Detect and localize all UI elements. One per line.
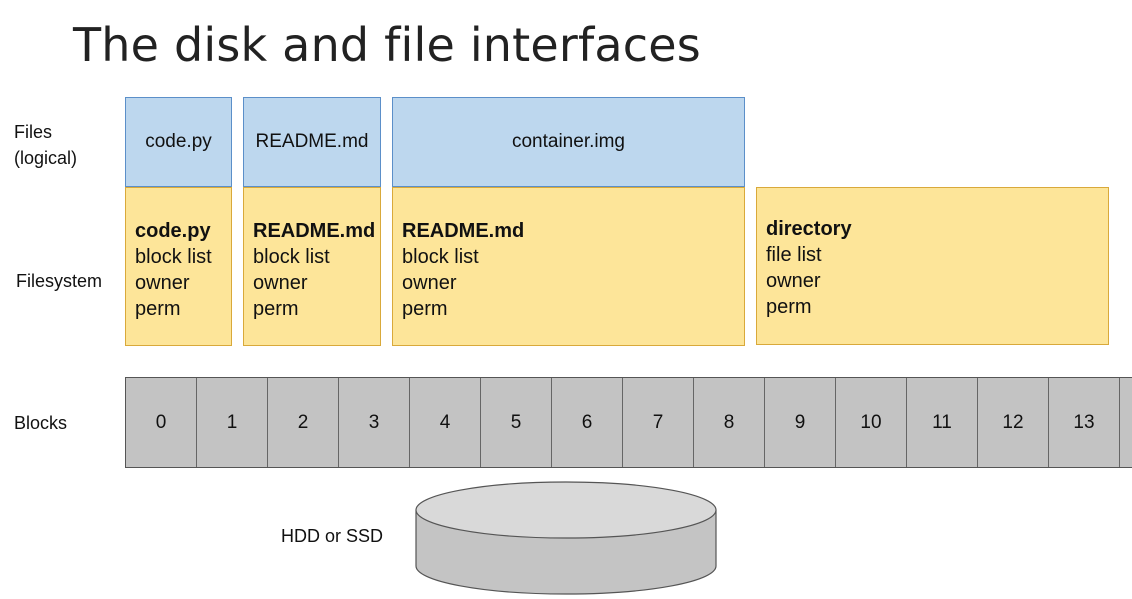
files-row-label: Files (logical) [14,119,77,171]
fs-entry-field: perm [402,298,448,320]
fs-entry-field: perm [135,298,181,320]
block-cell: 5 [481,378,552,467]
file-name: container.img [511,131,625,152]
fs-entry-field: perm [766,296,812,318]
blocks-strip: 0 1 2 3 4 5 6 7 8 9 10 11 12 13 [125,377,1132,468]
files-row-label-line1: Files [14,122,53,142]
fs-entry-directory: directory file list owner perm [756,187,1109,345]
block-cell: 13 [1049,378,1120,467]
fs-entry-field: block list [135,246,212,268]
file-box-code-py: code.py [125,97,232,187]
fs-entry-name: README.md [402,220,525,242]
block-cell: 6 [552,378,623,467]
fs-entry-readme-2: README.md block list owner perm [392,187,745,346]
fs-entry-name: README.md [253,220,376,242]
fs-entry-field: block list [253,246,330,268]
fs-entry-field: owner [135,272,190,294]
block-cell: 7 [623,378,694,467]
block-cell: 10 [836,378,907,467]
file-box-readme: README.md [243,97,381,187]
disk-top [415,481,717,539]
fs-entry-code-py: code.py block list owner perm [125,187,232,346]
fs-entry-field: perm [253,298,299,320]
files-row-label-line2: (logical) [14,148,78,168]
blocks-row-label: Blocks [14,413,68,433]
fs-entry-field: block list [402,246,479,268]
disk-cylinder-icon [415,481,717,595]
fs-entry-field: owner [766,270,821,292]
block-cell: 8 [694,378,765,467]
block-cell: 11 [907,378,978,467]
block-cell: 4 [410,378,481,467]
file-box-container-img: container.img [392,97,745,187]
fs-entry-field: file list [766,244,822,266]
file-name: README.md [255,131,369,152]
block-cell: 9 [765,378,836,467]
block-cell: 2 [268,378,339,467]
filesystem-row-label: Filesystem [16,271,103,291]
block-cell: 3 [339,378,410,467]
fs-entry-name: directory [766,218,852,240]
page-title: The disk and file interfaces [73,18,701,72]
block-cell: 1 [197,378,268,467]
disk-label: HDD or SSD [281,526,384,546]
block-cell: 0 [126,378,197,467]
fs-entry-readme-1: README.md block list owner perm [243,187,381,346]
fs-entry-field: owner [253,272,308,294]
fs-entry-name: code.py [135,220,211,242]
fs-entry-field: owner [402,272,457,294]
block-cell: 12 [978,378,1049,467]
file-name: code.py [145,131,212,152]
